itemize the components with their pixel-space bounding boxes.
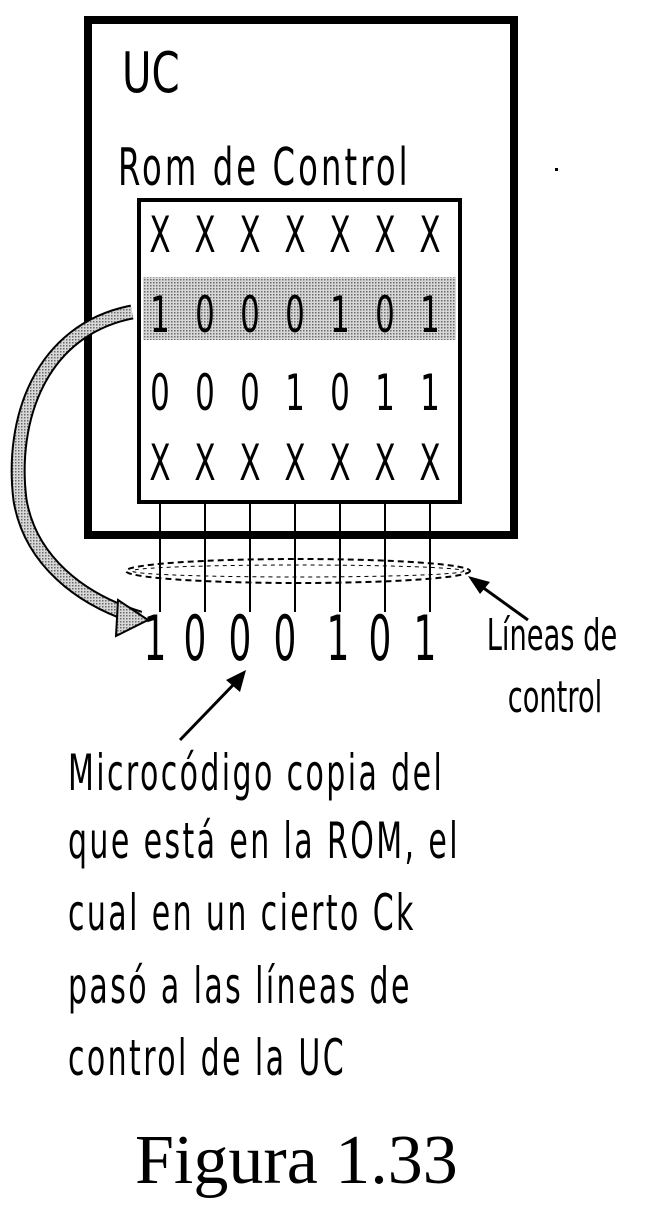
rom-bit: X [284,205,305,264]
rom-bit: X [419,205,440,264]
control-lines-arrow [468,576,529,622]
uc-box [84,16,518,539]
rom-bit: 0 [240,363,260,422]
rom-bit: X [239,433,260,492]
rom-bit: 0 [240,285,260,344]
copy-arrow [10,304,150,638]
caption-line: control de la UC [68,1029,346,1087]
rom-bit: 1 [420,363,440,422]
rom-table [137,198,462,504]
rom-bit: 0 [150,363,170,422]
uc-label: UC [122,40,180,105]
control-lines-ellipse-inner [131,564,465,578]
rom-bit: X [329,433,350,492]
output-bit: 1 [327,603,350,675]
rom-bit: 1 [375,363,395,422]
rom-bit: 0 [195,285,215,344]
rom-bit: 1 [285,363,305,422]
stray-mark [555,168,558,171]
rom-bit: X [239,205,260,264]
control-lines-label: Líneas de control [487,609,618,723]
rom-bit: X [419,433,440,492]
control-lines-label-line: Líneas de [487,609,618,661]
rom-bit: 0 [375,285,395,344]
rom-bit: 0 [330,363,350,422]
caption: Microcódigo copia del que está en la ROM,… [68,744,460,1087]
microcode-arrow [178,670,246,742]
rom-row-highlight [143,277,456,340]
rom-bit: 1 [420,285,440,344]
output-bit: 0 [274,603,297,675]
output-bit: 0 [229,603,252,675]
rom-bit: X [149,205,170,264]
rom-bit: X [329,205,350,264]
rom-bit: X [284,433,305,492]
output-bit: 1 [144,603,167,675]
rom-bit: X [194,205,215,264]
control-lines-label-line: control [508,671,603,723]
caption-line: pasó a las líneas de [68,957,412,1015]
control-line-stubs [159,502,431,612]
caption-line: Microcódigo copia del [68,744,444,802]
caption-line: cual en un cierto Ck [68,884,416,942]
rom-bit: X [374,433,395,492]
rom-bit: X [374,205,395,264]
output-bit: 1 [414,603,437,675]
rom-bit: 0 [285,285,305,344]
rom-bit: 1 [150,285,170,344]
rom-bit: X [149,433,170,492]
output-bit: 0 [369,603,392,675]
rom-bit: 0 [195,363,215,422]
figure-label: Figura 1.33 [135,1122,458,1199]
output-bit: 0 [184,603,207,675]
rom-bit: 1 [330,285,350,344]
caption-line: que está en la ROM, el [68,812,460,870]
rom-bit: X [194,433,215,492]
control-lines-ellipse [125,558,471,584]
rom-label: Rom de Control [118,138,411,198]
